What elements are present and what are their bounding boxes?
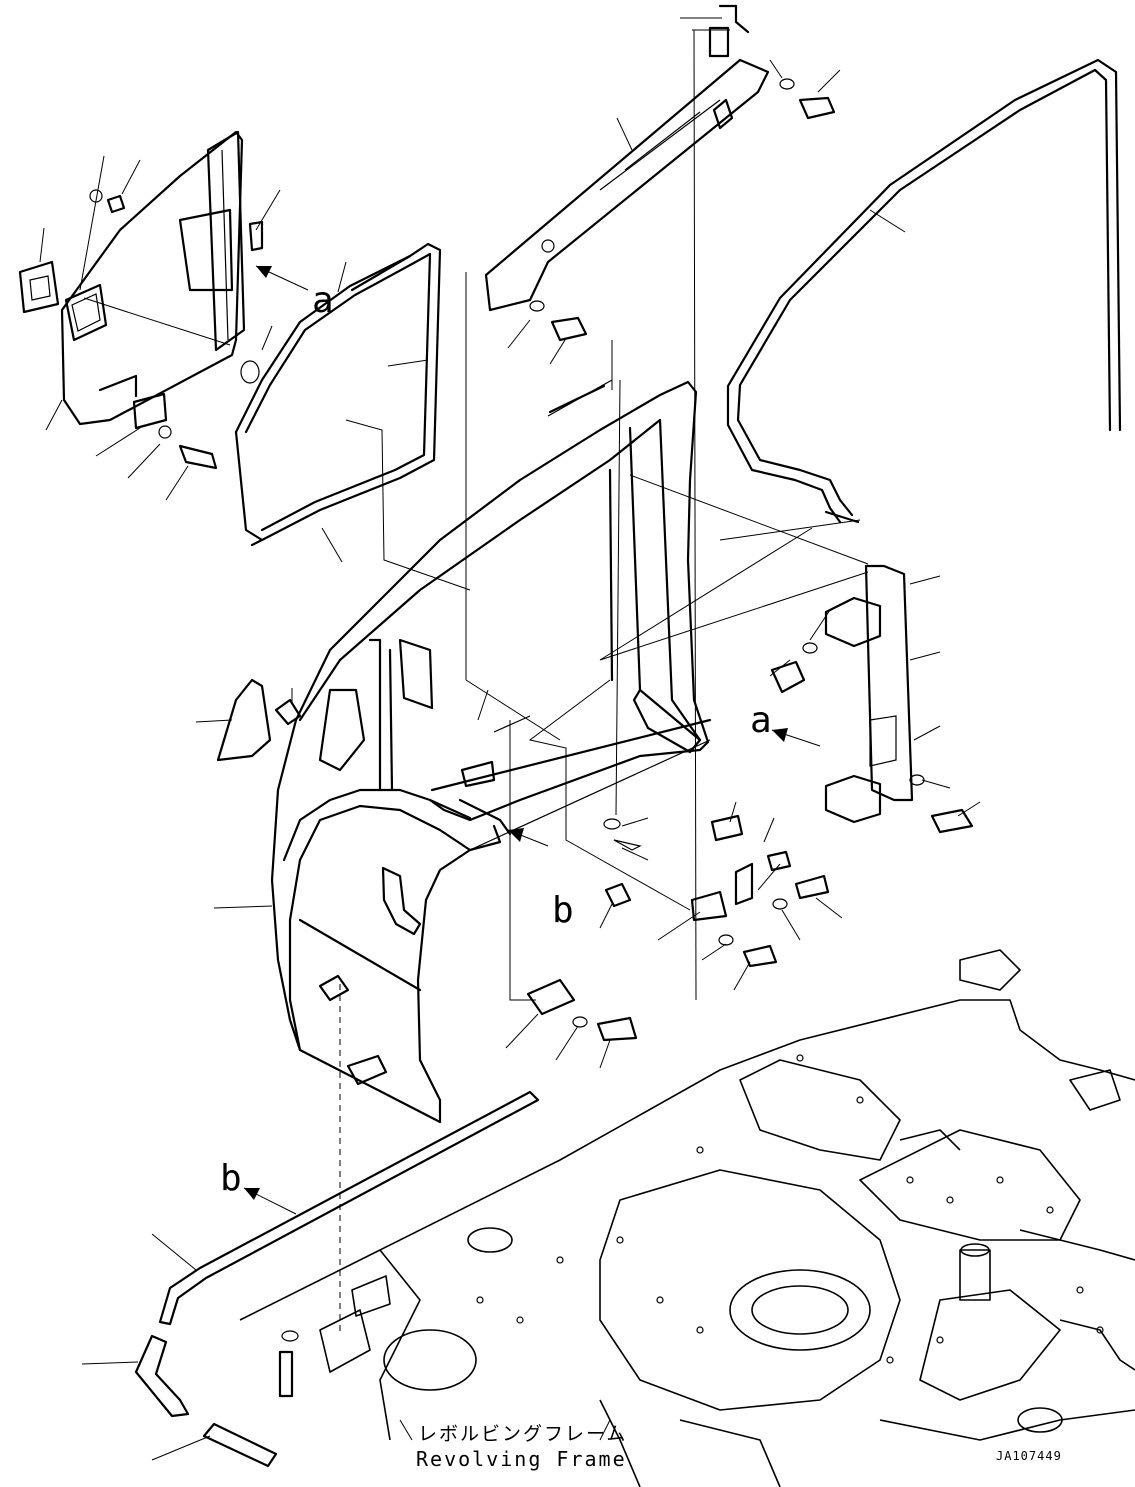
middle-fasteners [460, 384, 830, 1042]
door-small-nuts [89, 189, 264, 384]
revolving-frame [239, 949, 1135, 1487]
floor-bolt [278, 1330, 299, 1398]
view-label-b-middle: b [552, 890, 574, 931]
cab-lower-panel [270, 739, 711, 1124]
top-rail-bracket [484, 4, 770, 312]
door-striker-plate [132, 392, 218, 470]
bolt-top-right [779, 78, 836, 120]
corner-seal-piece [134, 1334, 190, 1418]
leader-lines [39, 17, 981, 1461]
caption-english: Revolving Frame [416, 1447, 627, 1471]
cab-front-frame [270, 379, 712, 882]
floor-seal-strip [158, 1090, 540, 1326]
bolt-top-mid [529, 300, 588, 342]
mirror-bracket [216, 678, 302, 762]
glass-run-channel [234, 242, 442, 547]
caption-japanese: レボルビングフレーム [418, 1423, 627, 1445]
drawing-code: JA107449 [996, 1449, 1062, 1463]
door-lock-assembly [18, 260, 60, 314]
view-arrows [243, 265, 821, 1215]
door-hinge-bracket [770, 564, 974, 834]
door-inner-panel [60, 130, 246, 426]
view-label-b-left: b [220, 1158, 242, 1199]
view-label-a-right: a [750, 700, 772, 741]
view-label-a-top: a [312, 280, 334, 321]
seal-end-piece [202, 1422, 278, 1468]
roof-weather-strip [726, 58, 1122, 524]
